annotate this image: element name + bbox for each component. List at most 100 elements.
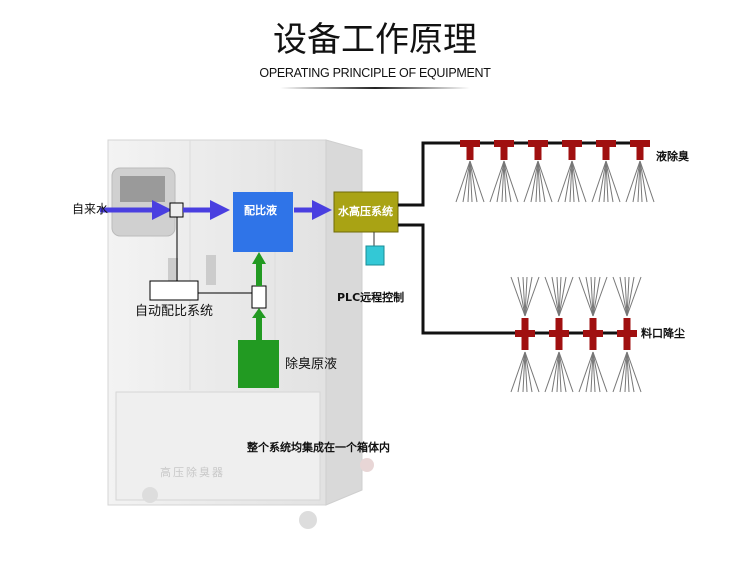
spray-line xyxy=(530,160,539,203)
spray-line xyxy=(557,160,573,203)
spray-line xyxy=(524,351,528,393)
hp-system-label: 水高压系统 xyxy=(338,205,393,218)
spray-line xyxy=(626,351,635,393)
stock-valve-box xyxy=(251,285,267,309)
tee-nozzle xyxy=(494,140,514,147)
spray-line xyxy=(558,351,574,393)
spray-line xyxy=(503,160,512,203)
spray-line xyxy=(585,276,594,317)
title-underline xyxy=(280,87,470,89)
hp-system-box xyxy=(333,191,399,233)
spray-line xyxy=(571,160,575,203)
spray-line xyxy=(522,276,526,317)
spray-line xyxy=(524,351,533,393)
tee-nozzle-stem xyxy=(500,147,508,160)
cross-nozzle-stem xyxy=(521,318,529,350)
spray-line xyxy=(558,276,574,317)
spray-line xyxy=(544,276,560,317)
spray-line xyxy=(592,276,608,317)
spray-line xyxy=(590,351,594,393)
spray-line xyxy=(605,160,614,203)
spray-line xyxy=(523,160,539,203)
plc-box xyxy=(365,245,385,266)
spray-line xyxy=(626,276,635,317)
spray-line xyxy=(632,160,641,203)
spray-line xyxy=(624,276,628,317)
spray-line xyxy=(598,160,607,203)
spray-line xyxy=(639,160,655,203)
spray-line xyxy=(517,276,526,317)
spray-line xyxy=(510,351,526,393)
spray-line xyxy=(626,351,642,393)
spray-line xyxy=(619,276,628,317)
tee-nozzle-stem xyxy=(534,147,542,160)
spray-line xyxy=(590,276,594,317)
spray-line xyxy=(558,351,562,393)
spray-line xyxy=(585,351,594,393)
spray-line xyxy=(558,351,567,393)
spray-line xyxy=(503,160,519,203)
spray-line xyxy=(503,160,507,203)
auto-ratio-label: 自动配比系统 xyxy=(135,304,214,319)
spray-line xyxy=(517,351,526,393)
tee-nozzle xyxy=(630,140,650,147)
spray-line xyxy=(605,160,609,203)
spray-line xyxy=(510,276,526,317)
spray-line xyxy=(612,351,628,393)
mixing-box xyxy=(233,192,293,252)
spray-line xyxy=(469,160,485,203)
stock-label: 除臭原液 xyxy=(285,357,338,372)
spray-line xyxy=(592,276,596,317)
spray-line xyxy=(637,160,641,203)
cross-nozzle-stem xyxy=(623,318,631,350)
cabinet-label: 高压除臭器 xyxy=(160,466,225,479)
spray-line xyxy=(592,351,596,393)
wheel xyxy=(299,511,317,529)
tap-water-label: 自来水 xyxy=(72,202,109,216)
spray-line xyxy=(558,276,562,317)
spray-line xyxy=(639,160,648,203)
tee-nozzle-stem xyxy=(636,147,644,160)
auto-ratio-box xyxy=(149,280,199,301)
spray-line xyxy=(524,276,540,317)
page-subtitle: OPERATING PRINCIPLE OF EQUIPMENT xyxy=(259,66,491,80)
spray-line xyxy=(625,160,641,203)
spray-line xyxy=(578,276,594,317)
spray-line xyxy=(564,160,573,203)
tee-nozzle xyxy=(596,140,616,147)
spray-line xyxy=(592,276,601,317)
mixing-liquid-label: 配比液 xyxy=(244,204,277,217)
valve-box xyxy=(169,202,184,218)
cross-nozzle-stem xyxy=(555,318,563,350)
wheel xyxy=(142,487,158,503)
spray-line xyxy=(489,160,505,203)
spray-line xyxy=(496,160,505,203)
spray-line xyxy=(524,276,528,317)
spray-line xyxy=(535,160,539,203)
spray-line xyxy=(537,160,553,203)
spray-line xyxy=(624,351,628,393)
spray-line xyxy=(556,351,560,393)
spray-line xyxy=(524,276,533,317)
stock-arrow-2 xyxy=(252,252,266,286)
tee-nozzle-stem xyxy=(466,147,474,160)
spray-line xyxy=(626,351,630,393)
spray-line xyxy=(605,160,621,203)
wheel xyxy=(360,458,374,472)
integration-note: 整个系统均集成在一个箱体内 xyxy=(247,441,390,454)
liquid-deodorize-label: 液除臭 xyxy=(656,150,689,163)
cross-nozzle-stem xyxy=(589,318,597,350)
tee-nozzle-stem xyxy=(602,147,610,160)
spray-line xyxy=(469,160,478,203)
dust-suppression-label: 料口降尘 xyxy=(641,327,685,340)
spray-line xyxy=(501,160,505,203)
spray-line xyxy=(578,351,594,393)
stock-arrow-1 xyxy=(252,308,266,340)
stock-box xyxy=(238,340,279,388)
spray-line xyxy=(592,351,601,393)
tee-nozzle-stem xyxy=(568,147,576,160)
spray-line xyxy=(537,160,541,203)
spray-line xyxy=(462,160,471,203)
tee-nozzle xyxy=(528,140,548,147)
